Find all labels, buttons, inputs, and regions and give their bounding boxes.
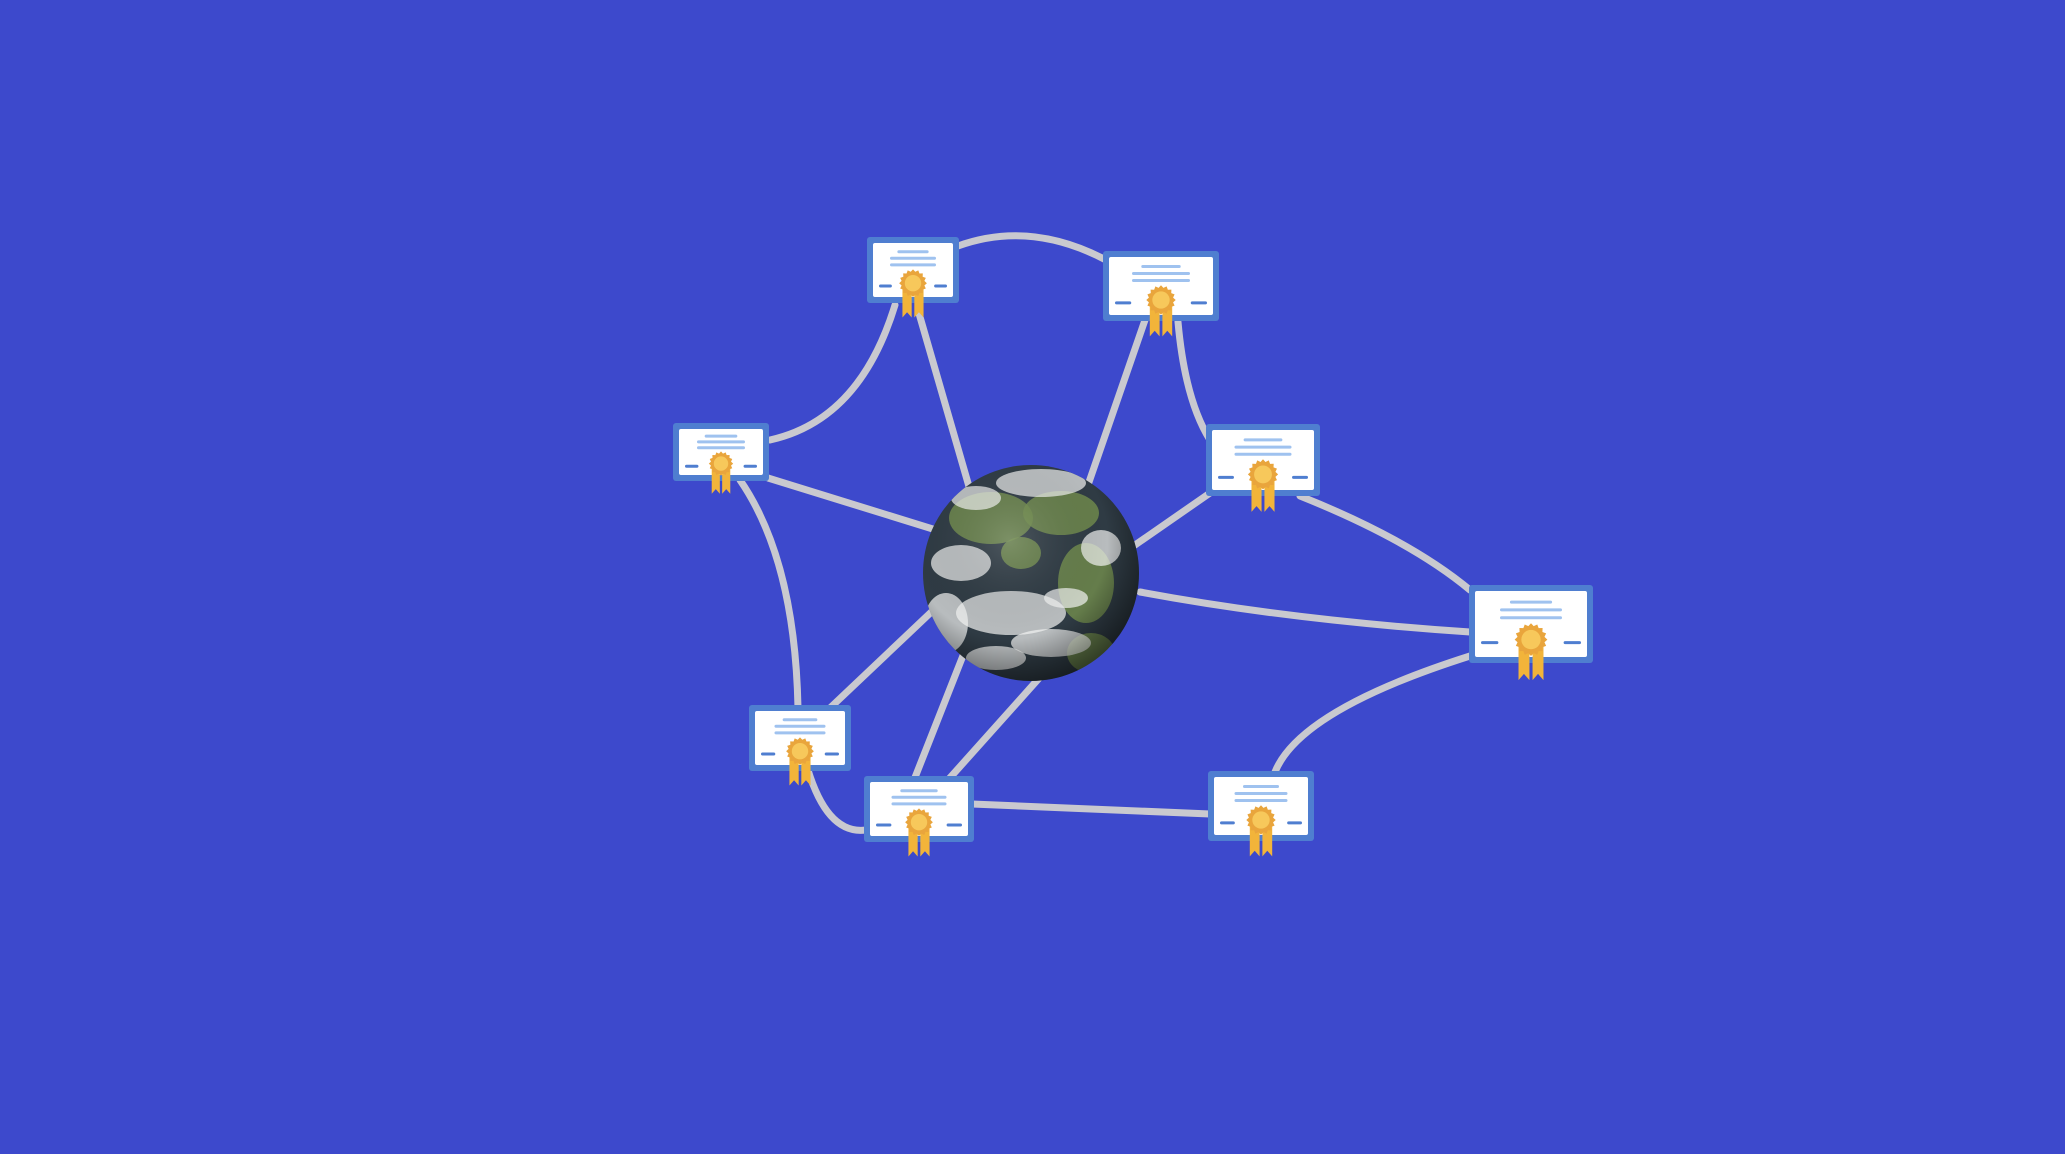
certificate-signature-line: [876, 823, 892, 827]
certificate-icon-cert-left: [673, 423, 769, 494]
certificate-text-line: [1132, 272, 1190, 275]
certificate-signature-line: [761, 752, 776, 756]
certificate-title-line: [897, 250, 929, 254]
connector-cert-far-right-to-cert-bottom-right: [1271, 652, 1474, 776]
certificate-icon-cert-right-upper: [1206, 424, 1320, 512]
certificate-signature-line: [685, 464, 699, 468]
certificate-title-line: [1141, 265, 1181, 268]
connector-cert-right-upper-to-globe: [1131, 489, 1214, 549]
connector-globe-to-cert-bottom-left: [826, 596, 948, 712]
award-seal-icon: [1146, 285, 1176, 315]
certificate-signature-line: [1292, 475, 1308, 479]
connector-globe-to-cert-bottom-center: [910, 644, 970, 784]
certificate-signature-line: [934, 284, 947, 288]
award-seal-icon: [1246, 805, 1276, 835]
certificate-signature-line: [743, 464, 757, 468]
certificate-signature-line: [879, 284, 892, 288]
award-seal-icon: [708, 451, 734, 476]
certificate-icon-cert-far-right: [1469, 585, 1593, 681]
certificate-text-line: [890, 263, 936, 267]
connector-cert-top-left-to-cert-left: [766, 301, 899, 444]
award-seal-icon: [1247, 459, 1279, 490]
certificate-signature-line: [1218, 475, 1234, 479]
certificate-signature-line: [1481, 641, 1499, 645]
award-seal-icon: [786, 737, 814, 766]
certificate-text-line: [1132, 279, 1190, 282]
connector-cert-bottom-center-to-cert-bottom-right: [968, 800, 1214, 818]
award-seal-icon: [899, 269, 927, 298]
award-seal-icon: [1514, 623, 1548, 656]
certificate-title-line: [704, 434, 738, 438]
certificate-text-line: [774, 724, 826, 728]
certificate-signature-line: [1563, 641, 1581, 645]
certificate-title-line: [900, 789, 938, 793]
certificate-text-line: [1234, 452, 1292, 456]
certificate-signature-line: [1287, 821, 1302, 825]
certificate-text-line: [1500, 616, 1562, 620]
certificate-signature-line: [1115, 301, 1132, 305]
connector-cert-bottom-left-to-cert-bottom-center: [804, 766, 870, 834]
certificate-text-line: [891, 802, 947, 806]
connector-globe-to-cert-far-right: [1136, 588, 1474, 636]
connector-cert-right-upper-to-cert-far-right: [1296, 492, 1474, 594]
certificate-signature-line: [824, 752, 839, 756]
connector-cert-top-left-to-globe: [914, 306, 974, 494]
connector-globe-to-cert-bottom-right: [944, 672, 1045, 784]
connector-lines: [736, 232, 1474, 834]
certificate-icon-cert-bottom-right: [1208, 771, 1314, 857]
certificate-icon-cert-bottom-left: [749, 705, 851, 786]
certificate-title-line: [1242, 785, 1280, 788]
award-seal-icon: [905, 808, 933, 837]
certificate-signature-line: [1190, 301, 1207, 305]
certificate-icon-cert-top-left: [867, 237, 959, 318]
certificate-text-line: [1234, 792, 1288, 795]
certificate-title-line: [1243, 438, 1283, 442]
certificate-title-line: [1509, 600, 1553, 604]
certificate-text-line: [890, 256, 936, 260]
certificate-icon-cert-bottom-center: [864, 776, 974, 857]
certificate-text-line: [1500, 608, 1562, 612]
connector-cert-left-to-globe: [764, 474, 940, 534]
connector-cert-top-right-to-globe: [1084, 316, 1149, 489]
certificate-icon-cert-top-right: [1103, 251, 1219, 337]
certificate-text-line: [1234, 799, 1288, 802]
certificate-text-line: [891, 795, 947, 799]
nodes: [673, 237, 1593, 857]
certificate-signature-line: [946, 823, 962, 827]
globe-icon: [923, 465, 1139, 681]
connector-cert-left-to-cert-bottom-left: [736, 476, 802, 712]
connector-cert-top-left-to-cert-top-right: [954, 232, 1110, 264]
certificate-text-line: [774, 731, 826, 735]
certificate-text-line: [697, 446, 745, 450]
certificate-title-line: [782, 718, 818, 722]
certificate-text-line: [697, 440, 745, 444]
certificate-signature-line: [1220, 821, 1235, 825]
connector-cert-top-right-to-cert-right-upper: [1174, 318, 1214, 444]
certificate-text-line: [1234, 445, 1292, 449]
